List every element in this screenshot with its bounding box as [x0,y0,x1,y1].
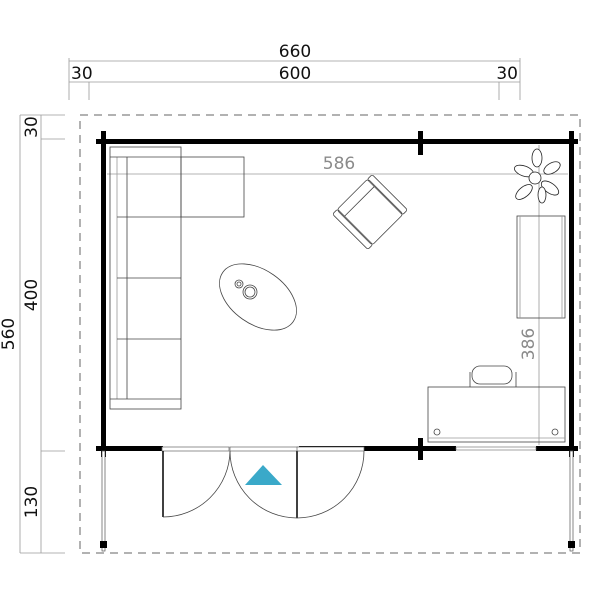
armchair [332,174,408,250]
dim-interior-width: 586 [323,154,355,174]
dim-porch-depth: 130 [22,486,42,518]
top-dimensions: 660 600 30 30 [68,42,521,100]
desk [427,386,566,443]
dim-total-width: 660 [279,42,311,62]
roof-outline [79,114,581,554]
dim-top-overhang: 30 [22,116,42,138]
interior-dimensions: 586 386 [107,145,568,445]
dim-overhang-right: 30 [496,64,518,84]
double-door-left [161,446,231,518]
dim-inner-width: 600 [279,64,311,84]
dim-total-depth: 560 [0,318,19,350]
walls [96,131,578,460]
double-door-right [229,446,365,519]
dim-room-depth: 400 [22,279,42,311]
potted-plant [514,148,561,204]
entrance-marker-icon [245,465,282,485]
left-dimensions: 560 30 400 130 [0,114,65,554]
sideboard [516,215,566,319]
oval-coffee-table [219,263,297,331]
l-shaped-sofa [109,146,245,410]
porch-posts [100,450,575,552]
dim-overhang-left: 30 [71,64,93,84]
dim-interior-depth: 386 [519,328,539,360]
desk-chair [469,365,517,387]
